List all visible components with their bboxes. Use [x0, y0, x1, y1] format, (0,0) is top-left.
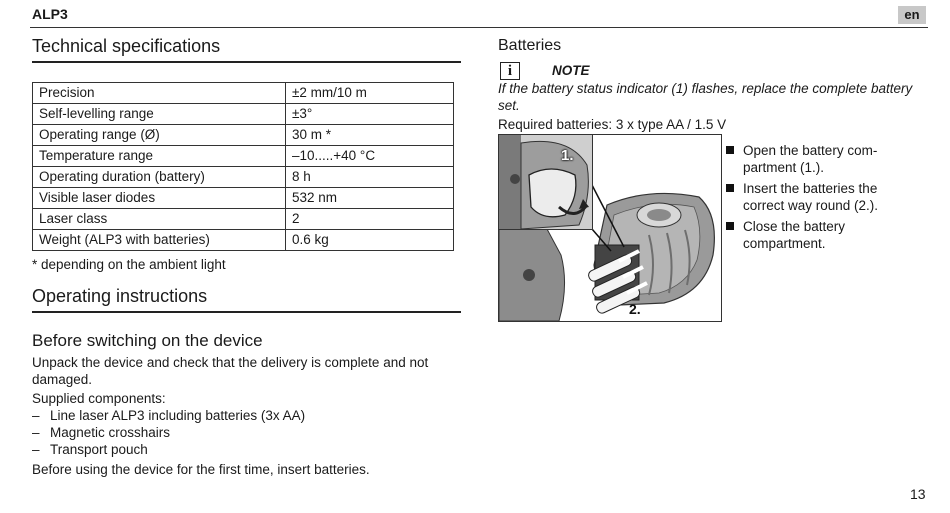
components-list: Line laser ALP3 including batteries (3x …	[32, 407, 305, 458]
step-2-label: 2.	[629, 301, 641, 317]
list-item: Magnetic crosshairs	[32, 424, 305, 441]
spec-value: 2	[285, 208, 454, 230]
spec-key: Laser class	[32, 208, 286, 230]
spec-table: Precision±2 mm/10 m Self-levelling range…	[32, 82, 454, 251]
spec-footnote: * depending on the ambient light	[32, 257, 226, 272]
square-bullet-icon	[726, 146, 734, 154]
list-item: Line laser ALP3 including batteries (3x …	[32, 407, 305, 424]
unpack-paragraph: Unpack the device and check that the del…	[32, 355, 429, 387]
table-row: Weight (ALP3 with batteries)0.6 kg	[32, 229, 454, 251]
document-title: ALP3	[32, 6, 68, 22]
insert-batteries-paragraph: Before using the device for the first ti…	[32, 462, 370, 477]
header-divider	[30, 27, 928, 28]
spec-value: 532 nm	[285, 187, 454, 209]
spec-value: ±3°	[285, 103, 454, 125]
tech-specs-heading: Technical specifications	[32, 36, 221, 56]
device-drawing	[499, 184, 715, 321]
info-icon: i	[500, 62, 520, 80]
table-row: Self-levelling range±3°	[32, 103, 454, 125]
tech-specs-rule	[32, 61, 461, 63]
before-switching-heading: Before switching on the device	[32, 331, 263, 350]
table-row: Operating duration (battery)8 h	[32, 166, 454, 188]
spec-value: 8 h	[285, 166, 454, 188]
inset-drawing	[499, 135, 592, 229]
spec-key: Temperature range	[32, 145, 286, 167]
square-bullet-icon	[726, 184, 734, 192]
step-text: Insert the batteries the correct way rou…	[743, 181, 879, 213]
step-text: Open the battery com-partment (1.).	[743, 143, 878, 175]
page-number: 13	[910, 486, 926, 502]
spec-key: Weight (ALP3 with batteries)	[32, 229, 286, 251]
list-item: Transport pouch	[32, 441, 305, 458]
table-row: Temperature range–10.....+40 °C	[32, 145, 454, 167]
spec-value: ±2 mm/10 m	[285, 82, 454, 104]
table-row: Operating range (Ø)30 m *	[32, 124, 454, 146]
list-item: Open the battery com-partment (1.).	[726, 142, 896, 176]
square-bullet-icon	[726, 222, 734, 230]
supplied-components-label: Supplied components:	[32, 391, 166, 406]
spec-value: 0.6 kg	[285, 229, 454, 251]
spec-key: Operating duration (battery)	[32, 166, 286, 188]
batteries-heading: Batteries	[498, 37, 562, 54]
battery-steps-list: Open the battery com-partment (1.). Inse…	[726, 142, 896, 256]
language-badge: en	[898, 6, 926, 24]
spec-key: Precision	[32, 82, 286, 104]
spec-key: Operating range (Ø)	[32, 124, 286, 146]
list-item: Insert the batteries the correct way rou…	[726, 180, 896, 214]
required-batteries: Required batteries: 3 x type AA / 1.5 V	[498, 117, 727, 132]
note-label: NOTE	[552, 63, 590, 78]
battery-illustration: 1. 2.	[498, 134, 722, 322]
inset-detail: 1.	[499, 135, 593, 230]
spec-key: Visible laser diodes	[32, 187, 286, 209]
spec-value: 30 m *	[285, 124, 454, 146]
step-1-label: 1.	[561, 147, 574, 164]
table-row: Precision±2 mm/10 m	[32, 82, 454, 104]
spec-key: Self-levelling range	[32, 103, 286, 125]
list-item: Close the battery compartment.	[726, 218, 896, 252]
operating-rule	[32, 311, 461, 313]
step-text: Close the battery compartment.	[743, 219, 846, 251]
operating-heading: Operating instructions	[32, 286, 208, 306]
note-text: If the battery status indicator (1) flas…	[498, 81, 913, 113]
spec-value: –10.....+40 °C	[285, 145, 454, 167]
